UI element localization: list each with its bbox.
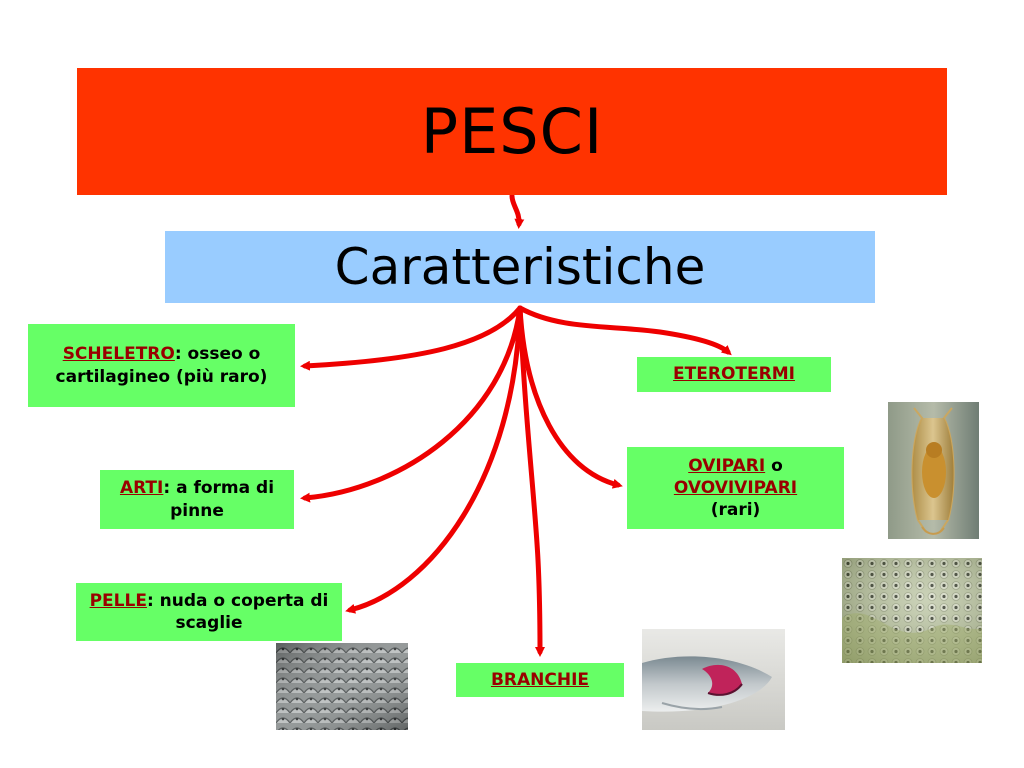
keyword-eterotermi: ETEROTERMI	[673, 364, 795, 385]
fish-gills-photo	[642, 629, 785, 730]
keyword-ovovivipari: OVOVIVIPARI	[673, 477, 798, 498]
fish-scales-photo	[276, 643, 408, 730]
arrow-to-ovipari	[517, 305, 623, 489]
subtitle: Caratteristiche	[334, 238, 706, 296]
keyword-branchie: BRANCHIE	[490, 669, 590, 690]
text-arti: : a forma di pinne	[163, 478, 275, 521]
keyword-ovipari: OVIPARI	[688, 455, 766, 476]
arrow-to-scheletro	[300, 305, 523, 371]
subtitle-box: Caratteristiche	[165, 231, 875, 303]
title-box: PESCI	[77, 68, 947, 195]
text-ovipari-rari: (rari)	[710, 500, 761, 521]
fish-eggs-photo	[842, 558, 982, 663]
arrow-to-eterotermi	[517, 305, 732, 356]
node-branchie: BRANCHIE	[456, 663, 624, 697]
node-pelle: PELLE: nuda o coperta di scaglie	[76, 583, 342, 641]
text-pelle: : nuda o coperta di scaglie	[146, 590, 329, 633]
arrow-to-pelle	[345, 305, 523, 614]
fish-egg-case-photo	[888, 402, 979, 539]
arrow-to-branchie	[517, 305, 545, 657]
keyword-scheletro: SCHELETRO	[62, 344, 175, 365]
node-scheletro: SCHELETRO: osseo o cartilagineo (più rar…	[28, 324, 295, 407]
keyword-arti: ARTI	[119, 478, 164, 499]
node-ovipari: OVIPARI o OVOVIVIPARI(rari)	[627, 447, 844, 529]
text-scheletro: : osseo o cartilagineo (più raro)	[55, 344, 268, 387]
arrow-to-arti	[300, 305, 523, 503]
node-eterotermi: ETEROTERMI	[637, 357, 831, 392]
node-arti: ARTI: a forma di pinne	[100, 470, 294, 529]
arrow-title-to-subtitle	[509, 193, 525, 229]
keyword-pelle: PELLE	[89, 590, 147, 611]
page-title: PESCI	[420, 95, 604, 168]
text-ovipari-or: o	[765, 455, 783, 476]
